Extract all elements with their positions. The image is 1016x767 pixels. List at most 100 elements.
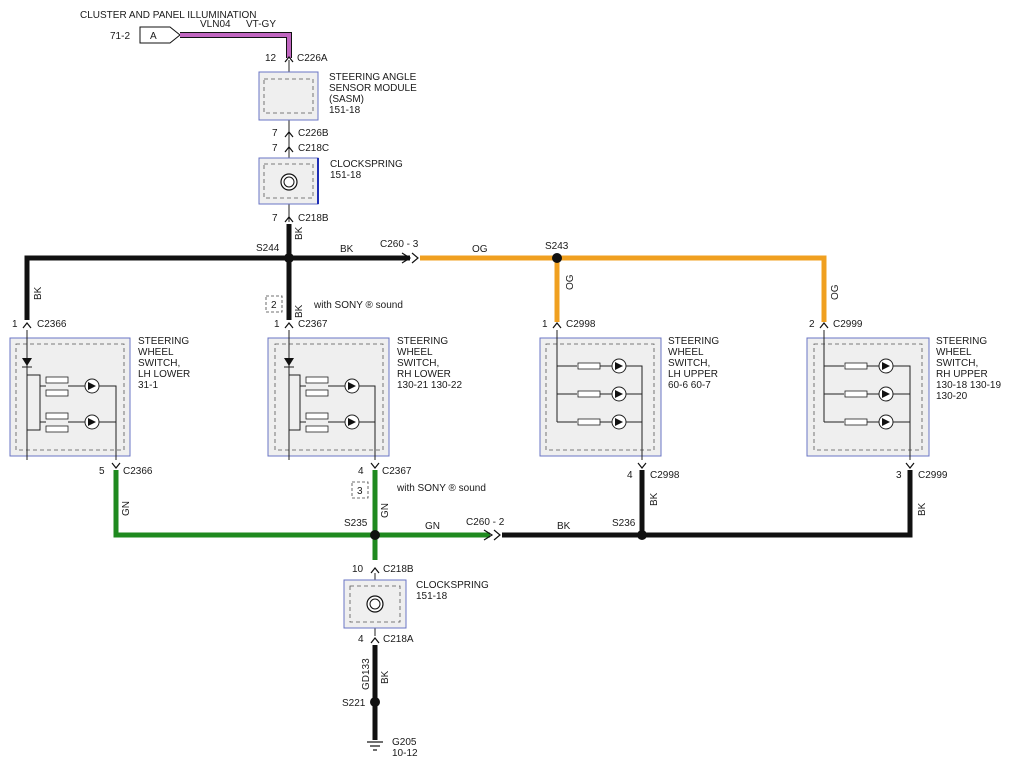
conn-c2999-bot-pin: 3 <box>896 470 902 481</box>
conn-c2367-bot-pin: 4 <box>358 466 364 477</box>
conn-c2999-top-name: C2999 <box>833 319 863 330</box>
module-clockspring-bottom-label-1: CLOCKSPRING <box>416 580 489 591</box>
module-rh-upper-label-5: 130-18 130-19 <box>936 380 1001 391</box>
option-box-3 <box>351 481 369 499</box>
module-lh-upper-label-4: LH UPPER <box>668 369 718 380</box>
splice-s221-label: S221 <box>342 698 366 709</box>
conn-c2998-bot-pin: 4 <box>627 470 633 481</box>
module-lh-lower-label-3: SWITCH, <box>138 358 180 369</box>
conn-c226b-name: C226B <box>298 128 329 139</box>
source-marker[interactable]: A <box>139 26 181 44</box>
module-rh-lower-label-1: STEERING <box>397 336 448 347</box>
module-lh-upper-label-5: 60-6 60-7 <box>668 380 711 391</box>
conn-c218b-bot-name: C218B <box>383 564 414 575</box>
conn-c2998-top-name: C2998 <box>566 319 596 330</box>
splice-s236-label: S236 <box>612 518 636 529</box>
conn-c226a-name: C226A <box>297 53 328 64</box>
inline-connector-c260-3-label: C260 - 3 <box>380 239 419 250</box>
diagram-title: CLUSTER AND PANEL ILLUMINATION <box>80 10 257 21</box>
module-clockspring-top[interactable] <box>258 157 319 205</box>
conn-c218b-top-name: C218B <box>298 213 329 224</box>
wire-label-bk-5: BK <box>557 521 571 532</box>
module-rh-lower-label-5: 130-21 130-22 <box>397 380 462 391</box>
wire-label-gn-1: GN <box>121 501 132 516</box>
module-lh-lower-label-5: 31-1 <box>138 380 158 391</box>
module-clockspring-bottom[interactable] <box>343 579 407 629</box>
conn-c218a-name: C218A <box>383 634 414 645</box>
module-rh-upper-label-1: STEERING <box>936 336 987 347</box>
ground-icon <box>367 741 383 751</box>
module-sasm-label-4: 151-18 <box>329 105 361 116</box>
circuit-ground-label: GD133 <box>361 658 372 690</box>
module-lh-lower-label-4: LH LOWER <box>138 369 190 380</box>
module-rh-upper-label-4: RH UPPER <box>936 369 988 380</box>
module-sasm-label-2: SENSOR MODULE <box>329 83 417 94</box>
module-rh-lower-label-4: RH LOWER <box>397 369 451 380</box>
circuit-top-label: VLN04 <box>200 19 231 30</box>
inline-connector-c260-3[interactable] <box>401 252 419 264</box>
wire-label-bk-2: BK <box>340 244 354 255</box>
module-lh-lower-label-1: STEERING <box>138 336 189 347</box>
module-clockspring-top-label-2: 151-18 <box>330 170 362 181</box>
conn-c226b-pin: 7 <box>272 128 278 139</box>
conn-c2366-bot-pin: 5 <box>99 466 105 477</box>
conn-c2998-top-pin: 1 <box>542 319 548 330</box>
module-lh-lower[interactable] <box>9 330 131 460</box>
conn-c2367-top-pin: 1 <box>274 319 280 330</box>
wire-label-bk-8: BK <box>380 670 391 684</box>
option-note-1: with SONY ® sound <box>313 300 403 311</box>
option-tag-3: 3 <box>357 486 363 497</box>
conn-c2367-bot-name: C2367 <box>382 466 412 477</box>
splice-s235-label: S235 <box>344 518 368 529</box>
conn-c2999-bot-name: C2999 <box>918 470 948 481</box>
wire-label-og-3: OG <box>830 284 841 300</box>
wire-og-upper <box>420 255 827 322</box>
option-box-2 <box>265 295 283 313</box>
module-clockspring-top-label-1: CLOCKSPRING <box>330 159 403 170</box>
wire-label-gn-3: GN <box>425 521 440 532</box>
wire-label-bk-1: BK <box>294 226 305 240</box>
conn-c2999-top-pin: 2 <box>809 319 815 330</box>
conn-c2366-top-pin: 1 <box>12 319 18 330</box>
wire-gn-lower <box>113 470 490 538</box>
conn-c218a-pin: 4 <box>358 634 364 645</box>
wire-label-bk-7: BK <box>917 502 928 516</box>
conn-c2998-bot-name: C2998 <box>650 470 680 481</box>
wire-label-og-2: OG <box>565 274 576 290</box>
module-clockspring-bottom-label-2: 151-18 <box>416 591 448 602</box>
module-lh-upper-label-1: STEERING <box>668 336 719 347</box>
source-ref: 71-2 <box>110 31 130 42</box>
wire-label-bk-4: BK <box>294 304 305 318</box>
wire-label-bk-6: BK <box>649 492 660 506</box>
inline-connector-c260-2-label: C260 - 2 <box>466 517 505 528</box>
splice-s235 <box>370 530 380 540</box>
module-rh-upper-label-2: WHEEL <box>936 347 972 358</box>
module-sasm-label-1: STEERING ANGLE <box>329 72 417 83</box>
splice-s244-label: S244 <box>256 243 280 254</box>
module-rh-upper[interactable] <box>806 330 930 460</box>
source-marker-letter: A <box>150 31 157 42</box>
module-rh-lower[interactable] <box>267 330 390 460</box>
wire-label-og-1: OG <box>472 244 488 255</box>
wire-label-gn-2: GN <box>380 503 391 518</box>
conn-c2366-bot-name: C2366 <box>123 466 153 477</box>
conn-c226a-pin: 12 <box>265 53 277 64</box>
wire-label-bk-3: BK <box>33 286 44 300</box>
splice-s243 <box>552 253 562 263</box>
module-rh-lower-label-2: WHEEL <box>397 347 433 358</box>
splice-s236 <box>637 530 647 540</box>
circuit-top-color: VT-GY <box>246 19 276 30</box>
ground-name: G205 <box>392 737 417 748</box>
module-lh-upper-label-2: WHEEL <box>668 347 704 358</box>
module-rh-upper-label-3: SWITCH, <box>936 358 978 369</box>
module-lh-lower-label-2: WHEEL <box>138 347 174 358</box>
splice-s243-label: S243 <box>545 241 569 252</box>
module-lh-upper[interactable] <box>539 330 662 460</box>
inline-connector-c260-2[interactable] <box>483 529 501 541</box>
splice-s244 <box>284 253 294 263</box>
module-sasm-label-3: (SASM) <box>329 94 364 105</box>
conn-c218b-bot-pin: 10 <box>352 564 364 575</box>
conn-c218c-pin: 7 <box>272 143 278 154</box>
module-sasm[interactable] <box>258 71 319 121</box>
